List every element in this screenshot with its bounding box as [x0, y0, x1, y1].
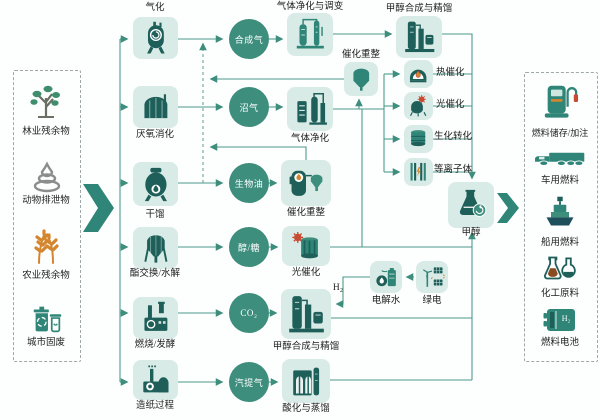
gas-purification-label: 气体净化 [290, 134, 329, 144]
photocatalysis-node [404, 92, 433, 120]
combustion-fermentation-node [133, 297, 178, 339]
hopper-icon [347, 65, 376, 94]
biochemical-conversion-node [404, 125, 433, 153]
tree-icon [26, 82, 66, 124]
water-electrolysis-label: 电解水 [371, 296, 401, 306]
syngas-node: 合成气 [229, 19, 269, 59]
methanol-synthesis-bottom-label: 甲醇合成与精馏 [272, 342, 340, 352]
bio-oil-node: 生物油 [229, 163, 269, 203]
wheat-icon [26, 226, 66, 268]
refinery-icon [285, 293, 327, 335]
plasma-node [404, 158, 433, 186]
sun-vessel-icon [406, 94, 430, 118]
catalytic-reforming-top-node [344, 62, 378, 96]
papermaking-node [133, 360, 178, 400]
feedstock-panel [13, 70, 81, 362]
vehicle-fuel-label: 车用燃料 [540, 176, 579, 186]
transesterification-label: 酯交换/水解 [129, 269, 181, 279]
biochemical-conversion-label: 生化转化 [434, 132, 473, 142]
gasifier-tank-icon [137, 20, 175, 55]
feedstock-agricultural-label: 农业残余物 [22, 271, 70, 281]
co2-node: CO₂ [229, 293, 269, 333]
methanol-synthesis-bottom-node [281, 289, 331, 339]
bio-tank-icon [406, 127, 430, 151]
acidification-distillation-label: 酸化与蒸馏 [282, 404, 330, 414]
flask-recycle-icon [452, 186, 491, 225]
marine-fuel-label: 船用燃料 [540, 238, 579, 248]
dry-distillation-node [133, 162, 178, 206]
photocatalysis-sugar-label: 光催化 [291, 268, 321, 278]
fuel-storage-label: 燃料储存/加注 [531, 128, 589, 138]
methanol-synthesis-top-node [396, 16, 442, 58]
combustion-fermentation-label: 燃烧/发酵 [134, 340, 176, 350]
plasma-bars-icon [406, 160, 430, 184]
electrolyzer-icon [373, 264, 400, 291]
chemical-feedstock-label: 化工原料 [540, 289, 579, 299]
digester-tank-icon [137, 89, 175, 124]
ship-icon [542, 189, 578, 235]
gas-purification-node [287, 87, 333, 131]
catalytic-reforming-biooil-label: 催化重整 [286, 208, 325, 218]
gas-clean-conditioning-node [287, 13, 333, 56]
methanol-synthesis-top-label: 甲醇合成与精馏 [385, 4, 453, 14]
feedstock-municipal-label: 城市固废 [26, 338, 65, 348]
waste-bins-icon [25, 300, 69, 338]
stripping-gas-node: 汽提气 [229, 362, 269, 402]
anaerobic-digestion-node [133, 86, 178, 128]
furnace-flame-icon [406, 62, 430, 86]
silo-icon [137, 230, 175, 265]
photocatalysis-label: 光催化 [436, 100, 465, 110]
green-electricity-node [416, 261, 448, 293]
refinery-icon [400, 19, 439, 54]
methanol-label: 甲醇 [461, 228, 481, 238]
gasification-node [133, 17, 178, 59]
manure-icon [27, 157, 67, 197]
truck-icon [533, 145, 587, 173]
h2-flow-label: H₂ [332, 283, 344, 293]
feedstock-forestry-label: 林业残余物 [22, 127, 70, 137]
reformer-icon [285, 164, 327, 203]
retort-vessel-icon [137, 166, 175, 203]
distillation-columns-icon [291, 16, 330, 52]
scrubber-icon [291, 91, 330, 128]
arch-building-icon [286, 363, 326, 400]
green-electricity-label: 绿电 [422, 296, 442, 306]
thermal-catalysis-node [404, 60, 433, 88]
acidification-distillation-node [282, 359, 330, 403]
sun-barrel-icon [286, 229, 326, 263]
gasification-label: 气化 [145, 3, 165, 13]
biogas-node: 沼气 [229, 87, 269, 127]
plasma-label: 等离子体 [434, 165, 473, 175]
fuel-cell-label: 燃料电池 [540, 338, 579, 348]
feed-chevron-arrow [83, 184, 114, 232]
catalytic-reforming-biooil-node [281, 160, 331, 206]
paper-mill-icon [137, 363, 175, 397]
anaerobic-digestion-label: 厌氧消化 [135, 130, 174, 140]
methanol-chevron-arrow [497, 193, 519, 223]
fuel-pump-icon [541, 76, 579, 126]
water-electrolysis-node [370, 261, 402, 293]
alcohol-sugar-node: 醇/糖 [229, 227, 269, 267]
dry-distillation-label: 干馏 [145, 210, 165, 220]
thermal-catalysis-label: 热催化 [436, 68, 465, 78]
papermaking-label: 造纸过程 [135, 401, 174, 411]
fuel-cell-h2-text: H₂ [561, 314, 571, 323]
transesterification-node [133, 227, 178, 269]
wind-solar-icon [419, 264, 446, 291]
photocatalysis-sugar-node [282, 226, 330, 266]
catalytic-reforming-top-label: 催化重整 [341, 50, 380, 60]
factory-icon [137, 300, 175, 335]
chem-flasks-icon [542, 253, 578, 289]
feedstock-animal-label: 动物排泄物 [22, 196, 70, 206]
fuel-output-panel [524, 72, 598, 362]
methanol-node [448, 182, 494, 228]
gas-clean-conditioning-label: 气体净化与调变 [276, 2, 344, 12]
